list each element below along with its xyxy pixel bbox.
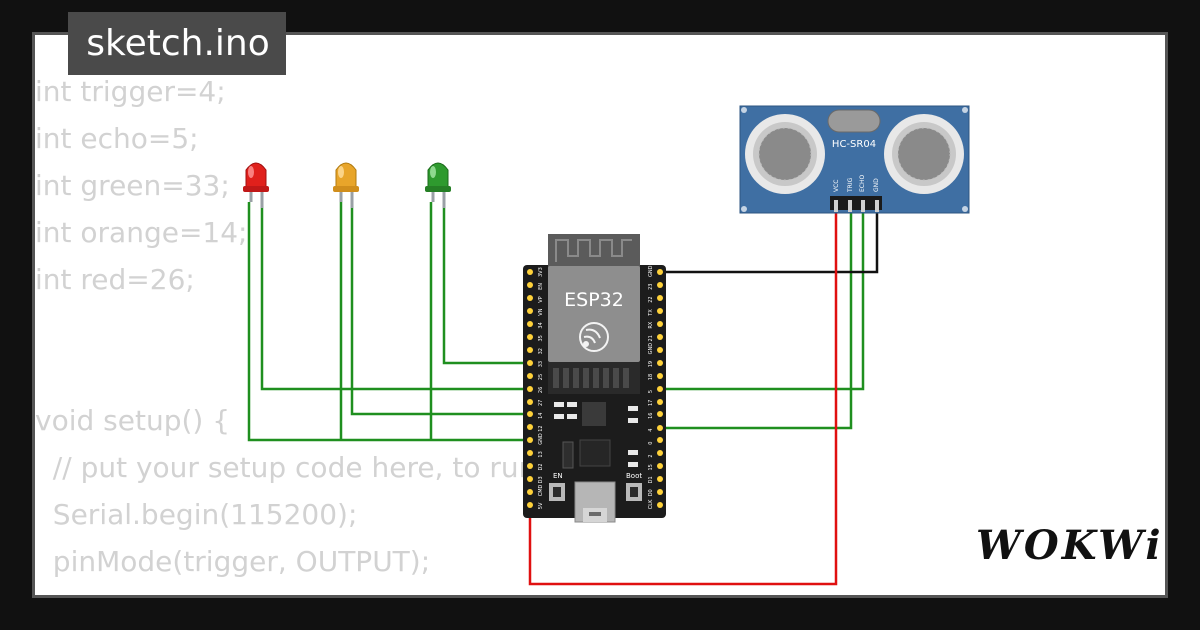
code-line: int green=33; bbox=[35, 169, 230, 202]
wire-vcc bbox=[528, 210, 838, 586]
pin-label-left: 12 bbox=[538, 425, 544, 431]
pin-label-left: 3V3 bbox=[538, 267, 544, 277]
orange-led[interactable] bbox=[333, 162, 359, 208]
pin-label-left: 13 bbox=[538, 451, 544, 457]
pin-label-left: VN bbox=[538, 308, 544, 315]
transducer-right bbox=[884, 114, 964, 194]
pin-label-right: 18 bbox=[648, 374, 654, 380]
wire-orange-led bbox=[350, 208, 530, 416]
wire-red-led bbox=[260, 208, 530, 391]
pin-headers bbox=[527, 269, 663, 508]
wire-echo bbox=[660, 210, 865, 391]
esp32-board[interactable]: ESP32 EN Boot bbox=[523, 234, 666, 523]
pin-label-right: 2 bbox=[648, 454, 654, 457]
module-label: ESP32 bbox=[564, 289, 624, 311]
wire-green-led bbox=[442, 208, 530, 365]
pin-label-left: CMD bbox=[538, 484, 544, 496]
pin-label-right: GND bbox=[648, 343, 654, 355]
pin-label-left: 33 bbox=[538, 361, 544, 367]
pin-label-left: 35 bbox=[538, 335, 544, 341]
pin-label-left: D3 bbox=[538, 476, 544, 483]
pin-label-right: TX bbox=[648, 309, 654, 317]
code-line: Serial.begin(115200); bbox=[35, 498, 358, 531]
pin-label-right: 15 bbox=[648, 464, 654, 470]
wires bbox=[247, 202, 879, 586]
sensor-header bbox=[830, 196, 882, 210]
crystal-oscillator bbox=[827, 109, 881, 133]
pin-label-right: 16 bbox=[648, 413, 654, 419]
esp32-module-shield bbox=[548, 266, 640, 362]
file-tab-title[interactable]: sketch.ino bbox=[68, 12, 286, 75]
pin-label-right: D0 bbox=[648, 489, 654, 496]
pin-label-right: 23 bbox=[648, 284, 654, 290]
pin-label-left: GND bbox=[538, 433, 544, 445]
wire-led-ground bbox=[247, 202, 530, 442]
pin-label-right: 4 bbox=[648, 429, 654, 432]
hc-sr04-sensor[interactable]: HC-SR04 VCC TRIG ECHO GND bbox=[739, 105, 970, 214]
en-button[interactable] bbox=[549, 483, 565, 501]
code-line: int echo=5; bbox=[35, 122, 199, 155]
wokwi-logo: WOKWi bbox=[976, 522, 1164, 569]
code-line: int trigger=4; bbox=[35, 75, 226, 108]
pin-label-left: 27 bbox=[538, 400, 544, 406]
wire-trig bbox=[660, 210, 853, 430]
pin-label-right: RX bbox=[648, 321, 654, 328]
code-line: int orange=14; bbox=[35, 216, 248, 249]
pin-label-left: 5V bbox=[538, 502, 544, 509]
pin-label-right: 17 bbox=[648, 400, 654, 406]
code-preview: int trigger=4; int echo=5; int green=33; in… bbox=[35, 68, 622, 585]
code-line: void setup() { bbox=[35, 404, 231, 437]
espressif-icon bbox=[579, 322, 609, 352]
sensor-label: HC-SR04 bbox=[832, 139, 876, 150]
pin-label-echo: ECHO bbox=[859, 175, 866, 192]
code-line: int red=26; bbox=[35, 263, 195, 296]
pin-label-left: 14 bbox=[538, 413, 544, 419]
en-label: EN bbox=[553, 472, 563, 480]
pin-label-vcc: VCC bbox=[833, 180, 840, 192]
usb-port bbox=[574, 481, 616, 523]
pin-label-left: D2 bbox=[538, 463, 544, 470]
boot-button[interactable] bbox=[626, 483, 642, 501]
pin-label-left: 26 bbox=[538, 387, 544, 393]
pin-label-left: 32 bbox=[538, 348, 544, 354]
pin-label-left: VP bbox=[538, 296, 544, 302]
pin-label-left: 25 bbox=[538, 374, 544, 380]
pin-label-right: CLK bbox=[648, 499, 654, 509]
red-led[interactable] bbox=[243, 162, 269, 208]
pin-label-left: 34 bbox=[538, 322, 544, 328]
pin-label-left: EN bbox=[538, 283, 544, 290]
pin-label-trig: TRIG bbox=[847, 177, 854, 193]
pin-label-right: 22 bbox=[648, 296, 654, 302]
pin-label-right: 19 bbox=[648, 361, 654, 367]
code-line: pinMode(trigger, OUTPUT); bbox=[35, 545, 431, 578]
pin-label-right: 0 bbox=[648, 442, 654, 445]
transducer-left bbox=[745, 114, 825, 194]
pin-label-right: 5 bbox=[648, 390, 654, 393]
pin-label-right: D1 bbox=[648, 476, 654, 483]
pin-label-right: GND bbox=[648, 265, 654, 277]
pin-label-gnd: GND bbox=[873, 178, 880, 192]
pin-label-right: 21 bbox=[648, 335, 654, 341]
green-led[interactable] bbox=[425, 162, 451, 208]
wire-gnd bbox=[660, 210, 879, 274]
boot-label: Boot bbox=[626, 472, 642, 480]
